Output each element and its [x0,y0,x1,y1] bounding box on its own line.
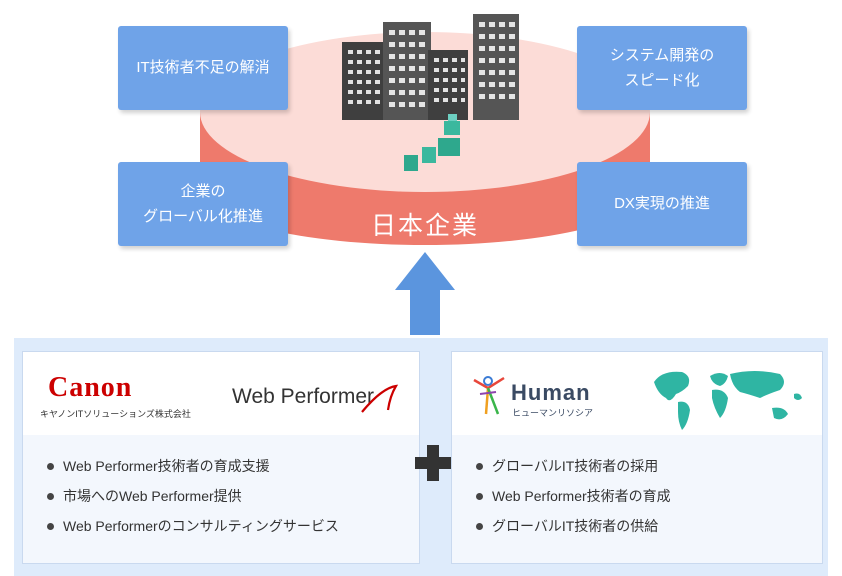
benefit-dev-speed: システム開発の スピード化 [577,26,747,110]
bullet-icon [476,492,483,500]
up-arrow-icon [395,252,455,335]
growth-steps-icon [404,114,460,171]
canon-card-body: Web Performer技術者の育成支援 市場へのWeb Performer提… [23,435,419,563]
benefit-dx: DX実現の推進 [577,162,747,246]
swoosh-icon [361,384,399,413]
human-figure-icon [473,376,505,415]
plus-icon [415,445,451,481]
list-item: グローバルIT技術者の採用 [476,451,671,481]
canon-subtitle: キヤノンITソリューションズ株式会社 [40,409,191,419]
buildings-icon [342,14,519,120]
bullet-icon [476,462,483,470]
list-item: グローバルIT技術者の供給 [476,511,671,541]
list-item: 市場へのWeb Performer提供 [47,481,339,511]
human-subtitle: ヒューマンリソシア [512,408,594,418]
company-diagram [200,14,650,335]
canon-card: Web Performer技術者の育成支援 市場へのWeb Performer提… [22,351,420,564]
list-item: Web Performerのコンサルティングサービス [47,511,339,541]
list-item: Web Performer技術者の育成 [476,481,671,511]
canon-services-list: Web Performer技術者の育成支援 市場へのWeb Performer提… [47,451,339,541]
bullet-icon [47,522,54,530]
human-card-body: グローバルIT技術者の採用 Web Performer技術者の育成 グローバルI… [452,435,822,563]
bullet-icon [47,492,54,500]
canon-card-header [23,352,419,435]
human-services-list: グローバルIT技術者の採用 Web Performer技術者の育成 グローバルI… [476,451,671,541]
benefit-globalization: 企業の グローバル化推進 [118,162,288,246]
bullet-icon [476,522,483,530]
bullet-icon [47,462,54,470]
company-label: 日本企業 [370,212,479,240]
world-map-icon [654,371,802,430]
web-performer-logo: Web Performer [232,385,374,408]
canon-logo: Canon [48,372,133,403]
benefit-it-shortage: IT技術者不足の解消 [118,26,288,110]
list-item: Web Performer技術者の育成支援 [47,451,339,481]
human-logo: Human [511,380,591,405]
